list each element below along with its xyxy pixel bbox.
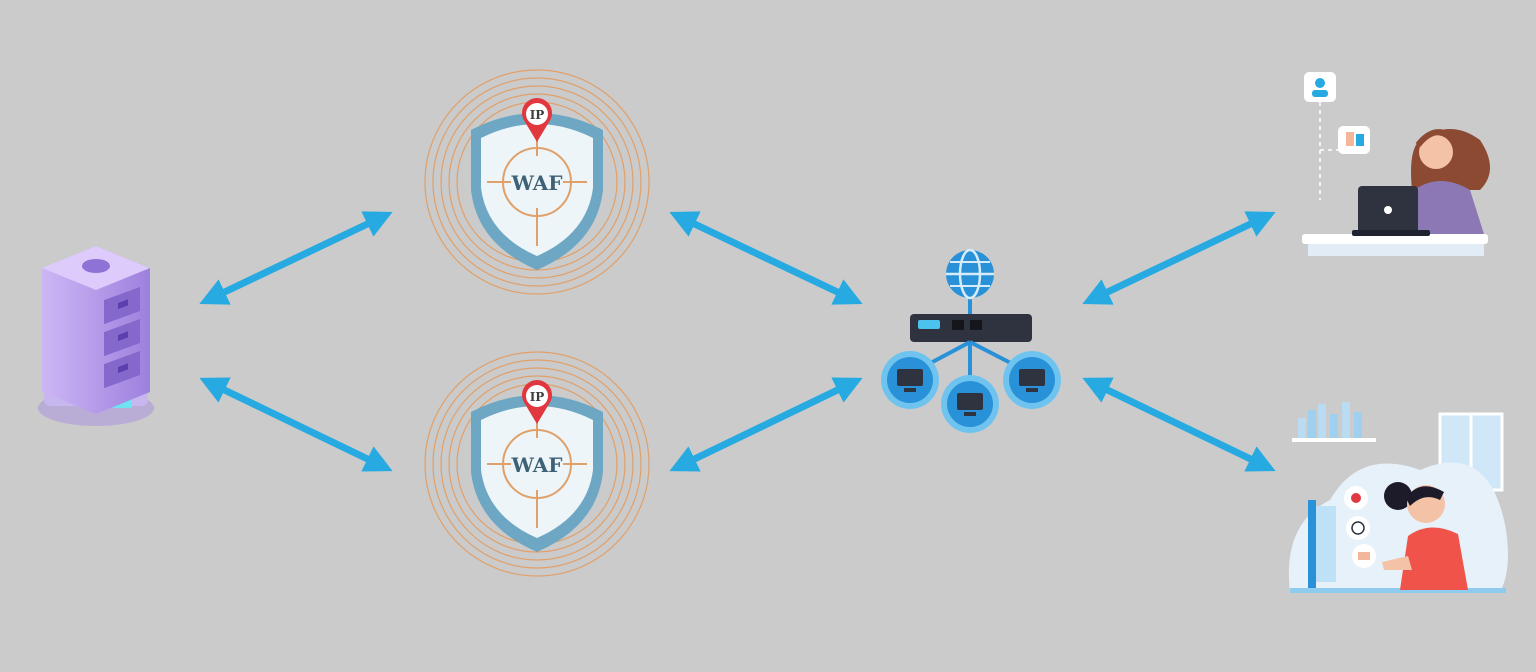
edge-network-user-top: [1082, 211, 1276, 305]
database-server-icon: [38, 246, 154, 426]
monitor-icon: [941, 375, 999, 433]
edge-waf-bottom-network: [669, 377, 863, 472]
globe-icon: [946, 248, 994, 300]
globe-bubble-icon: [1346, 516, 1370, 540]
edge-server-waf-top: [199, 211, 393, 305]
edge-waf-top-network: [669, 211, 863, 305]
monitor-icon: [881, 351, 939, 409]
connection-arrows: [199, 211, 1276, 472]
user-laptop-illustration: [1302, 72, 1490, 256]
waf-shield-bottom: WAF IP: [424, 351, 650, 577]
ip-pin-icon: IP: [522, 98, 552, 142]
ip-badge: IP: [530, 108, 545, 122]
waf-label: WAF: [511, 453, 563, 477]
waf-shield-top: WAF IP: [424, 69, 650, 295]
edge-server-waf-bottom: [199, 377, 393, 472]
edge-network-user-bottom: [1082, 377, 1276, 472]
network-router-icon: [881, 248, 1061, 433]
user-desktop-illustration: [1288, 402, 1508, 593]
ip-pin-icon: IP: [522, 380, 552, 424]
monitor-icon: [1003, 351, 1061, 409]
waf-label: WAF: [511, 171, 563, 195]
ip-badge: IP: [530, 390, 545, 404]
